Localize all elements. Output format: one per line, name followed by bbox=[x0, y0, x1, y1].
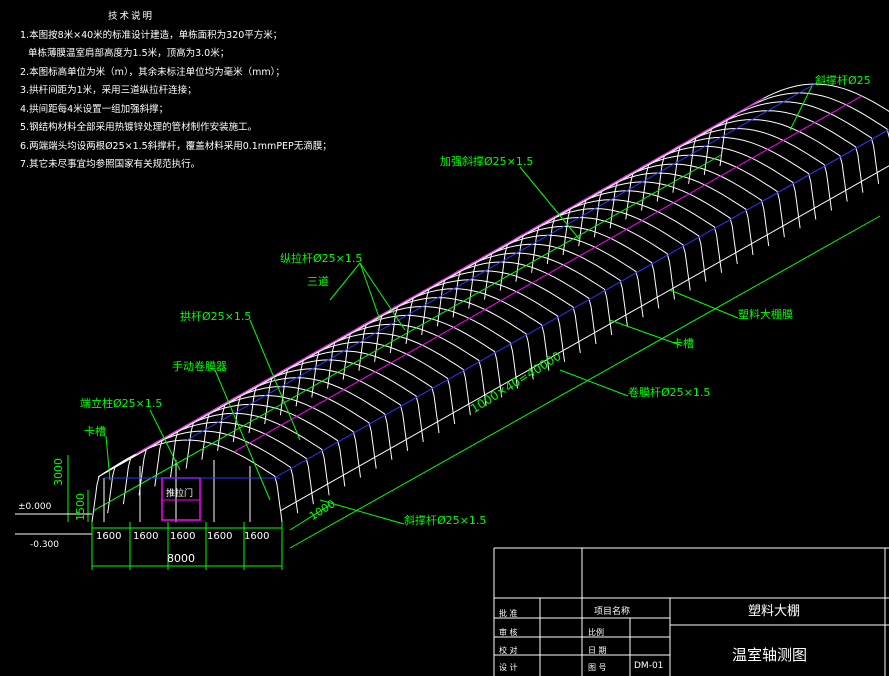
dimension-lines bbox=[15, 215, 881, 570]
note-line-7: 6.两端端头均设两根Ø25×1.5斜撑杆，覆盖材料采用0.1mmPEP无滴膜； bbox=[20, 140, 332, 152]
reinforce-brace-line bbox=[135, 97, 764, 455]
tb-row-design: 设 计 bbox=[499, 663, 518, 672]
length-dimension-line bbox=[289, 215, 881, 549]
dim-bay-2: 1600 bbox=[133, 531, 159, 542]
arch-rib-1 bbox=[91, 439, 283, 523]
longitudinal-rods bbox=[93, 83, 889, 512]
tb-project-name: 塑料大棚 bbox=[748, 604, 801, 619]
dim-total-width: 8000 bbox=[167, 552, 195, 565]
tb-scale-label: 比例 bbox=[588, 628, 604, 637]
dim-shoulder-height: 1500 bbox=[74, 493, 87, 521]
leader-2 bbox=[519, 166, 581, 241]
label-clip-slot-right: 卡槽 bbox=[672, 337, 694, 350]
note-line-1: 1.本图按8米×40米的标准设计建造，单栋面积为320平方米； bbox=[20, 29, 283, 41]
roll-film-rod bbox=[275, 128, 889, 478]
title-block-frame bbox=[493, 547, 889, 676]
arch-rib-40 bbox=[703, 92, 889, 175]
shoulder-rod bbox=[97, 120, 727, 478]
label-longitudinal-rod: 纵拉杆Ø25×1.5 bbox=[280, 252, 363, 265]
tb-date-label: 日 期 bbox=[588, 646, 607, 655]
tb-project-name-label: 项目名称 bbox=[594, 607, 631, 617]
note-line-6: 5.钢结构材料全部采用热镀锌处理的管材制作安装施工。 bbox=[20, 122, 258, 133]
leader-7 bbox=[214, 369, 271, 501]
leader-5 bbox=[359, 262, 406, 331]
label-arch-rod: 拱杆Ø25×1.5 bbox=[180, 310, 252, 323]
leader-8 bbox=[149, 409, 181, 471]
dim-bay-5: 1600 bbox=[244, 531, 270, 542]
leader-12 bbox=[559, 369, 629, 397]
tb-row-review: 审 核 bbox=[499, 628, 518, 637]
dim-bay-4: 1600 bbox=[207, 531, 233, 542]
leader-4 bbox=[359, 262, 381, 321]
leader-13 bbox=[319, 499, 405, 525]
leader-6 bbox=[249, 319, 301, 441]
leader-11 bbox=[609, 319, 681, 346]
leader-9 bbox=[105, 435, 111, 481]
ground-rail-right bbox=[280, 165, 889, 512]
label-clip-slot-left: 卡槽 bbox=[84, 425, 106, 438]
tb-row-check: 校 对 bbox=[499, 646, 518, 655]
elev-zero: ±0.000 bbox=[18, 502, 52, 512]
ground-rail bbox=[93, 154, 722, 512]
elev-negative: -0.300 bbox=[30, 540, 60, 550]
label-diag-brace-bottom: 斜撑杆Ø25×1.5 bbox=[404, 514, 487, 527]
leader-1 bbox=[789, 85, 813, 131]
tb-row-approve: 批 准 bbox=[499, 609, 518, 618]
tb-drawing-no-label: 图 号 bbox=[588, 663, 607, 672]
leader-3 bbox=[329, 262, 361, 301]
dim-top-height: 3000 bbox=[52, 458, 65, 486]
notes-title: 技术说明 bbox=[108, 11, 155, 22]
note-line-3: 2.本图标高单位为米（m），其余未标注单位均为毫米（mm）； bbox=[20, 66, 285, 78]
label-roll-film-rod: 卷膜杆Ø25×1.5 bbox=[628, 386, 711, 399]
label-diag-brace-top: 斜撑杆Ø25 bbox=[815, 74, 871, 87]
label-door: 推拉门 bbox=[166, 489, 194, 499]
technical-notes: 技术说明 1.本图按8米×40米的标准设计建造，单栋面积为320平方米； 单栋薄… bbox=[20, 8, 332, 175]
note-line-4: 3.拱杆间距为1米，采用三道纵拉杆连接； bbox=[20, 85, 197, 96]
note-line-5: 4.拱间距每4米设置一组加强斜撑； bbox=[20, 103, 169, 115]
note-line-8: 7.其它未尽事宜均参照国家有关规范执行。 bbox=[20, 159, 201, 170]
annotation-leaders bbox=[105, 85, 813, 525]
label-reinforce-brace: 加强斜撑Ø25×1.5 bbox=[440, 155, 534, 168]
note-line-2: 单栋薄膜温室肩部高度为1.5米，顶高为3.0米； bbox=[28, 48, 230, 59]
label-end-post: 端立柱Ø25×1.5 bbox=[80, 397, 163, 410]
dim-bay-3: 1600 bbox=[170, 531, 196, 542]
tb-drawing-title: 温室轴测图 bbox=[732, 646, 808, 664]
spacing-dimension-line bbox=[289, 504, 331, 531]
sliding-door bbox=[161, 477, 201, 521]
leader-10 bbox=[669, 289, 739, 319]
arch-rib-41 bbox=[719, 83, 889, 167]
tb-drawing-no: DM-01 bbox=[634, 661, 664, 671]
reinforce-brace-line-2 bbox=[233, 95, 863, 453]
label-plastic-shed: 塑料大棚膜 bbox=[738, 308, 793, 321]
label-manual-roller: 手动卷膜器 bbox=[172, 360, 227, 373]
label-three-lines: 三道 bbox=[307, 275, 329, 288]
front-end-frame bbox=[103, 460, 280, 522]
dim-bay-1: 1600 bbox=[96, 531, 122, 542]
ridge-rod bbox=[186, 83, 816, 441]
